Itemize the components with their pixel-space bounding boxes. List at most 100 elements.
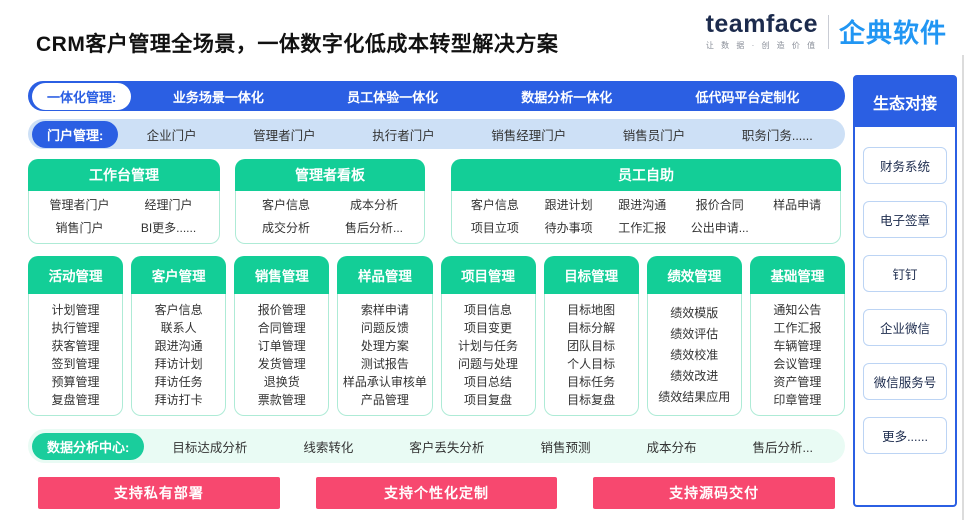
analytics-bar-item: 售后分析... — [752, 440, 813, 455]
module-item: 目标分解 — [567, 321, 616, 335]
module-title: 项目管理 — [440, 256, 536, 294]
module-item: 车辆管理 — [773, 339, 822, 353]
integration-bar: 一体化管理: 业务场景一体化员工体验一体化数据分析一体化低代码平台定制化 — [28, 81, 845, 111]
portal-bar-item: 企业门户 — [146, 128, 197, 143]
panel-item: 报价合同 — [695, 198, 744, 212]
ecosystem-items: 财务系统电子签章钉钉企业微信微信服务号更多...... — [855, 147, 955, 454]
module-item: 拜访任务 — [154, 375, 203, 389]
portal-bar-item: 销售员门户 — [622, 128, 686, 143]
module-item: 计划管理 — [51, 303, 100, 317]
portal-bar-label: 门户管理: — [32, 120, 119, 148]
analytics-bar-label: 数据分析中心: — [32, 432, 145, 460]
portal-bar: 门户管理: 企业门户管理者门户执行者门户销售经理门户销售员门户职务门务.....… — [28, 119, 845, 149]
analytics-bar-item: 成本分布 — [646, 440, 697, 455]
cta-button[interactable]: 支持个性化定制 — [315, 477, 558, 509]
module-item: 工作汇报 — [773, 321, 822, 335]
module-item: 绩效模版 — [670, 306, 719, 320]
page-right-edge-line — [962, 55, 964, 520]
integration-bar-item: 业务场景一体化 — [172, 89, 264, 105]
module-item: 测试报告 — [360, 357, 409, 371]
panel-item: 项目立项 — [470, 221, 519, 235]
module-item: 订单管理 — [257, 339, 306, 353]
module-item: 绩效改进 — [670, 369, 719, 383]
module-item: 绩效结果应用 — [658, 390, 731, 404]
module-items: 报价管理合同管理订单管理发货管理退换货票款管理 — [234, 294, 330, 416]
ecosystem-item-button[interactable]: 财务系统 — [863, 147, 947, 184]
portal-bar-items: 企业门户管理者门户执行者门户销售经理门户销售员门户职务门务...... — [118, 125, 841, 144]
page-header: CRM客户管理全场景，一体数字化低成本转型解决方案 teamface 让 数 据… — [0, 0, 965, 72]
module-card: 销售管理 报价管理合同管理订单管理发货管理退换货票款管理 — [234, 256, 330, 416]
module-card: 样品管理 索样申请问题反馈处理方案测试报告样品承认审核单产品管理 — [337, 256, 433, 416]
module-item: 预算管理 — [51, 375, 100, 389]
module-card: 绩效管理 绩效模版绩效评估绩效校准绩效改进绩效结果应用 — [646, 256, 742, 416]
integration-bar-label: 一体化管理: — [32, 82, 132, 110]
module-item: 联系人 — [160, 321, 197, 335]
ecosystem-item-button[interactable]: 企业微信 — [863, 309, 947, 346]
panel-item: 售后分析... — [344, 221, 403, 235]
analytics-bar-item: 目标达成分析 — [172, 440, 248, 455]
module-item: 绩效评估 — [670, 327, 719, 341]
cta-button[interactable]: 支持私有部署 — [38, 477, 280, 509]
module-card: 活动管理 计划管理执行管理获客管理签到管理预算管理复盘管理 — [28, 256, 124, 416]
ecosystem-item-button[interactable]: 电子签章 — [863, 201, 947, 238]
analytics-bar: 数据分析中心: 目标达成分析 线索转化 客户丢失分析 销售预测 成本分布 售后分析... — [28, 429, 845, 463]
logo-divider — [827, 14, 829, 49]
ecosystem-item-button[interactable]: 微信服务号 — [863, 363, 947, 400]
panel-item: 工作汇报 — [618, 221, 667, 235]
module-item: 个人目标 — [567, 357, 616, 371]
module-title: 绩效管理 — [646, 256, 742, 294]
ecosystem-item-button[interactable]: 钉钉 — [863, 255, 947, 292]
module-items: 绩效模版绩效评估绩效校准绩效改进绩效结果应用 — [646, 294, 742, 416]
module-item: 通知公告 — [773, 303, 822, 317]
panel-item: 成本分析 — [349, 198, 398, 212]
page-title: CRM客户管理全场景，一体数字化低成本转型解决方案 — [36, 33, 559, 56]
panel-item: 管理者门户 — [49, 198, 110, 212]
module-title: 目标管理 — [543, 256, 639, 294]
module-item: 项目变更 — [464, 321, 513, 335]
main-content: 一体化管理: 业务场景一体化员工体验一体化数据分析一体化低代码平台定制化 门户管… — [0, 72, 965, 509]
module-item: 票款管理 — [257, 393, 306, 407]
module-item: 报价管理 — [257, 303, 306, 317]
ecosystem-item-button[interactable]: 更多...... — [863, 417, 947, 454]
integration-bar-item: 员工体验一体化 — [347, 89, 439, 105]
panel-items: 客户信息成本分析成交分析售后分析... — [235, 191, 425, 244]
module-items: 目标地图目标分解团队目标个人目标目标任务目标复盘 — [543, 294, 639, 416]
module-items: 项目信息项目变更计划与任务问题与处理项目总结项目复盘 — [440, 294, 536, 416]
panel-manager-dashboard: 管理者看板 客户信息成本分析成交分析售后分析... — [235, 159, 425, 244]
module-item: 问题反馈 — [360, 321, 409, 335]
panel-title: 工作台管理 — [28, 159, 220, 191]
analytics-bar-item: 线索转化 — [303, 440, 354, 455]
module-item: 拜访打卡 — [154, 393, 203, 407]
module-card: 项目管理 项目信息项目变更计划与任务问题与处理项目总结项目复盘 — [440, 256, 536, 416]
logo-product-name: 企典软件 — [838, 18, 947, 48]
module-item: 会议管理 — [773, 357, 822, 371]
panel-item: 客户信息 — [261, 198, 310, 212]
module-items: 计划管理执行管理获客管理签到管理预算管理复盘管理 — [28, 294, 124, 416]
analytics-bar-item: 客户丢失分析 — [409, 440, 485, 455]
module-card: 基础管理 通知公告工作汇报车辆管理会议管理资产管理印章管理 — [749, 256, 845, 416]
module-items: 索样申请问题反馈处理方案测试报告样品承认审核单产品管理 — [337, 294, 433, 416]
module-title: 活动管理 — [28, 256, 124, 294]
logo-wordmark: teamface 让 数 据 · 创 造 价 值 — [706, 12, 818, 51]
module-title: 销售管理 — [234, 256, 330, 294]
module-item: 执行管理 — [51, 321, 100, 335]
integration-bar-item: 低代码平台定制化 — [695, 89, 800, 105]
module-item: 计划与任务 — [458, 339, 519, 353]
module-item: 退换货 — [263, 375, 300, 389]
panel-item: 客户信息 — [470, 198, 519, 212]
panel-item: BI更多...... — [140, 221, 197, 235]
portal-bar-item: 销售经理门户 — [491, 128, 567, 143]
module-title: 样品管理 — [337, 256, 433, 294]
portal-bar-item: 职务门务...... — [741, 128, 813, 143]
solution-diagram: 一体化管理: 业务场景一体化员工体验一体化数据分析一体化低代码平台定制化 门户管… — [28, 75, 845, 509]
analytics-bar-items: 目标达成分析 线索转化 客户丢失分析 销售预测 成本分布 售后分析... — [144, 437, 841, 456]
module-item: 问题与处理 — [458, 357, 519, 371]
panel-title: 员工自助 — [451, 159, 841, 191]
module-card: 客户管理 客户信息联系人跟进沟通拜访计划拜访任务拜访打卡 — [131, 256, 227, 416]
panel-item: 样品申请 — [773, 198, 822, 212]
analytics-bar-item: 销售预测 — [540, 440, 591, 455]
module-item: 项目总结 — [464, 375, 513, 389]
cta-button[interactable]: 支持源码交付 — [593, 477, 836, 509]
module-item: 样品承认审核单 — [342, 375, 427, 389]
